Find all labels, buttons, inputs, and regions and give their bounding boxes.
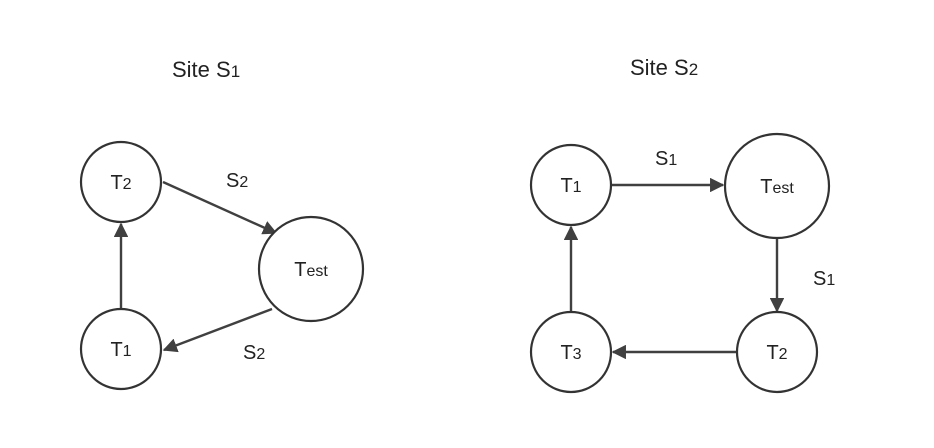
node-t3-label: T3	[560, 342, 581, 364]
node-t1-label: T1	[560, 175, 581, 197]
node-t3: T3	[529, 310, 613, 394]
node-t2-label: T2	[766, 342, 787, 364]
site-2-graph: Site S2 S1 S1 T1 Test T2 T3	[529, 55, 835, 394]
node-t2-label: T2	[110, 172, 131, 194]
node-test: Test	[257, 215, 365, 323]
edge-label-test-t2: S1	[813, 268, 835, 290]
node-t1: T1	[529, 143, 613, 227]
site-2-title: Site S2	[630, 55, 698, 80]
node-test-label: Test	[760, 176, 794, 198]
node-test-label: Test	[294, 259, 328, 281]
node-t1: T1	[79, 307, 163, 391]
node-test: Test	[723, 132, 831, 240]
node-t2: T2	[735, 310, 819, 394]
edge-label-t2-test: S2	[226, 170, 248, 192]
edge-label-test-t1: S2	[243, 342, 265, 364]
node-t2: T2	[79, 140, 163, 224]
node-t1-label: T1	[110, 339, 131, 361]
edge-test-to-t1	[162, 307, 273, 353]
edge-t2-to-test	[162, 180, 278, 235]
site-1-title: Site S1	[172, 57, 240, 82]
edge-label-t1-test: S1	[655, 148, 677, 170]
site-1-graph: Site S1 S2 S2 T2 Test T1	[79, 57, 365, 391]
